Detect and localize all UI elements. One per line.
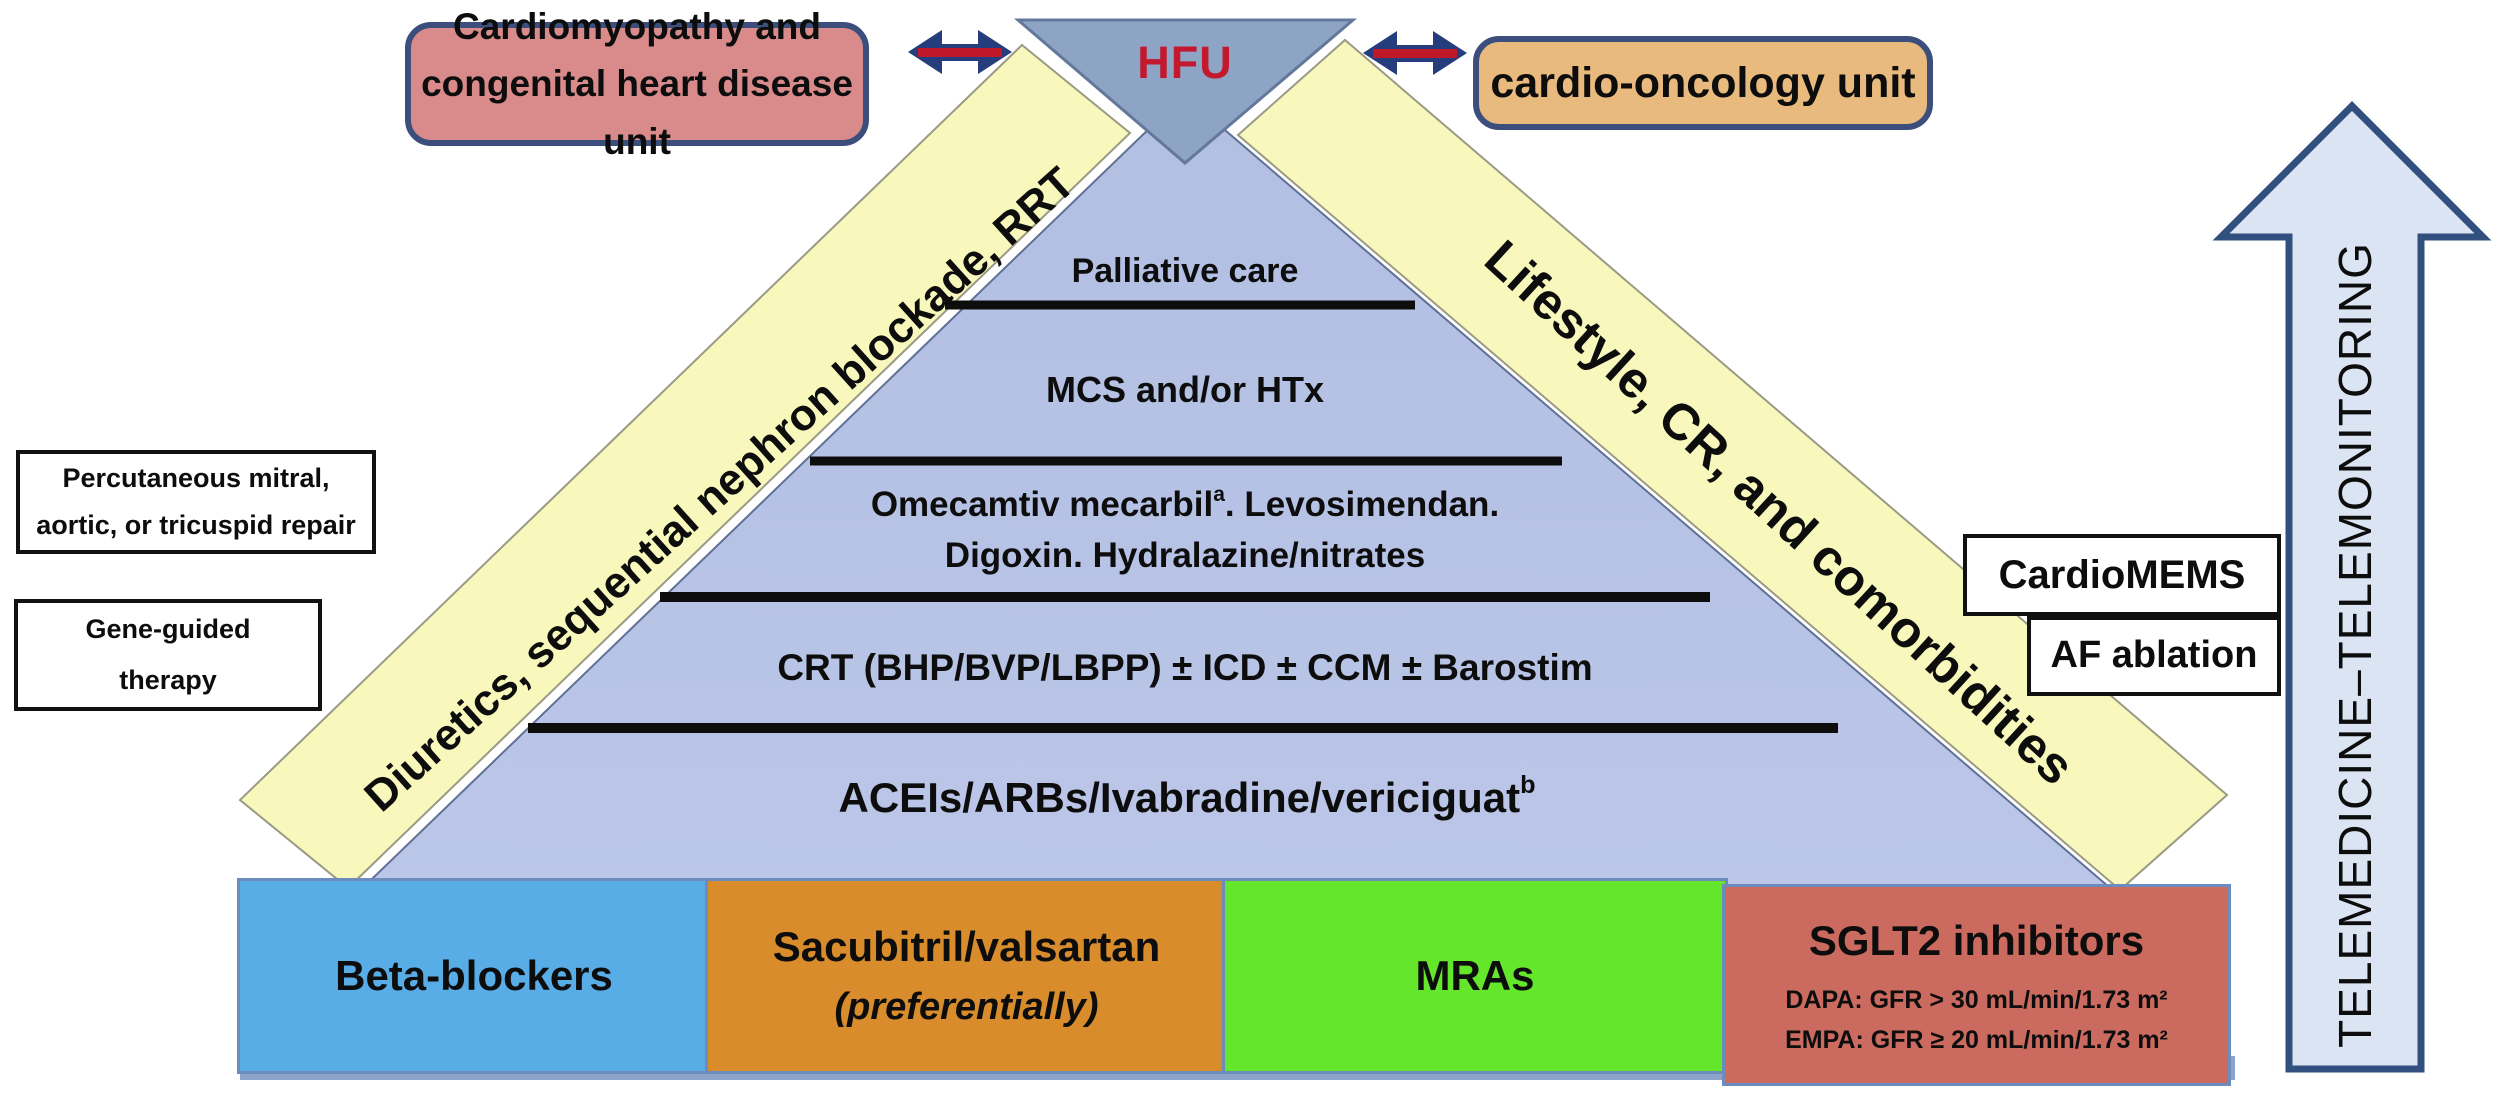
sacubitril-line1: Sacubitril/valsartan [772,923,1161,970]
pyramid-layer-palliative: Palliative care [1071,252,1299,291]
pyramid-layer-mcs: MCS and/or HTx [1045,368,1324,410]
aceis-footnote-sup: b [1520,770,1536,799]
sglt2-box: SGLT2 inhibitors DAPA: GFR > 30 mL/min/1… [1722,884,2231,1086]
sglt2-empa-criteria: EMPA: GFR ≥ 20 mL/min/1.73 m² [1785,1026,2168,1055]
aceis-text-main: ACEIs/ARBs/Ivabradine/vericiguat [838,774,1521,821]
beta-blockers-box: Beta-blockers [237,878,711,1074]
cardio-oncology-unit-box: cardio-oncology unit [1473,36,1933,130]
sacubitril-box: Sacubitril/valsartan (preferentially) [705,878,1228,1074]
valve-repair-line2: aortic, or tricuspid repair [36,510,356,540]
pyramid-layer-devices: CRT (BHP/BVP/LBPP) ± ICD ± CCM ± Barosti… [777,647,1593,689]
cardiomyopathy-unit-line2: congenital heart disease unit [421,63,853,162]
valve-repair-line1: Percutaneous mitral, [62,462,330,493]
inotropes-text-main: Omecamtiv mecarbil [870,485,1214,524]
cardio-oncology-unit-label: cardio-oncology unit [1490,58,1916,107]
telemonitoring-arrow [2212,101,2492,1073]
cardiomyopathy-unit-box: Cardiomyopathy and congenital heart dise… [405,6,869,162]
pyramid-layer-inotropes-line2: Digoxin. Hydralazine/nitrates [944,536,1426,576]
inotropes-footnote-sup: a [1213,482,1225,506]
hfu-triangle [1013,18,1358,165]
valve-repair-box: Percutaneous mitral, aortic, or tricuspi… [16,450,376,554]
sglt2-title: SGLT2 inhibitors [1808,917,2145,965]
double-arrow-left-icon [908,30,1012,74]
mras-box: MRAs [1222,878,1728,1074]
double-arrow-right-icon [1363,31,1467,75]
gene-therapy-box: Gene-guided therapy [14,599,322,711]
inotropes-text-rest: . Levosimendan. [1224,485,1500,524]
gene-therapy-line1: Gene-guided [85,613,251,644]
hfu-label: HFU [1137,36,1233,88]
telemonitoring-label: TELEMEDICINE–TELEMONITORING [2329,242,2381,1048]
sacubitril-line2: (preferentially) [834,985,1099,1028]
af-ablation-box: AF ablation [2027,616,2281,696]
cardiomyopathy-unit-line1: Cardiomyopathy and [453,5,821,47]
sglt2-dapa-criteria: DAPA: GFR > 30 mL/min/1.73 m² [1785,985,2168,1014]
cardiomems-box: CardioMEMS [1963,534,2281,616]
gene-therapy-line2: therapy [119,665,217,695]
